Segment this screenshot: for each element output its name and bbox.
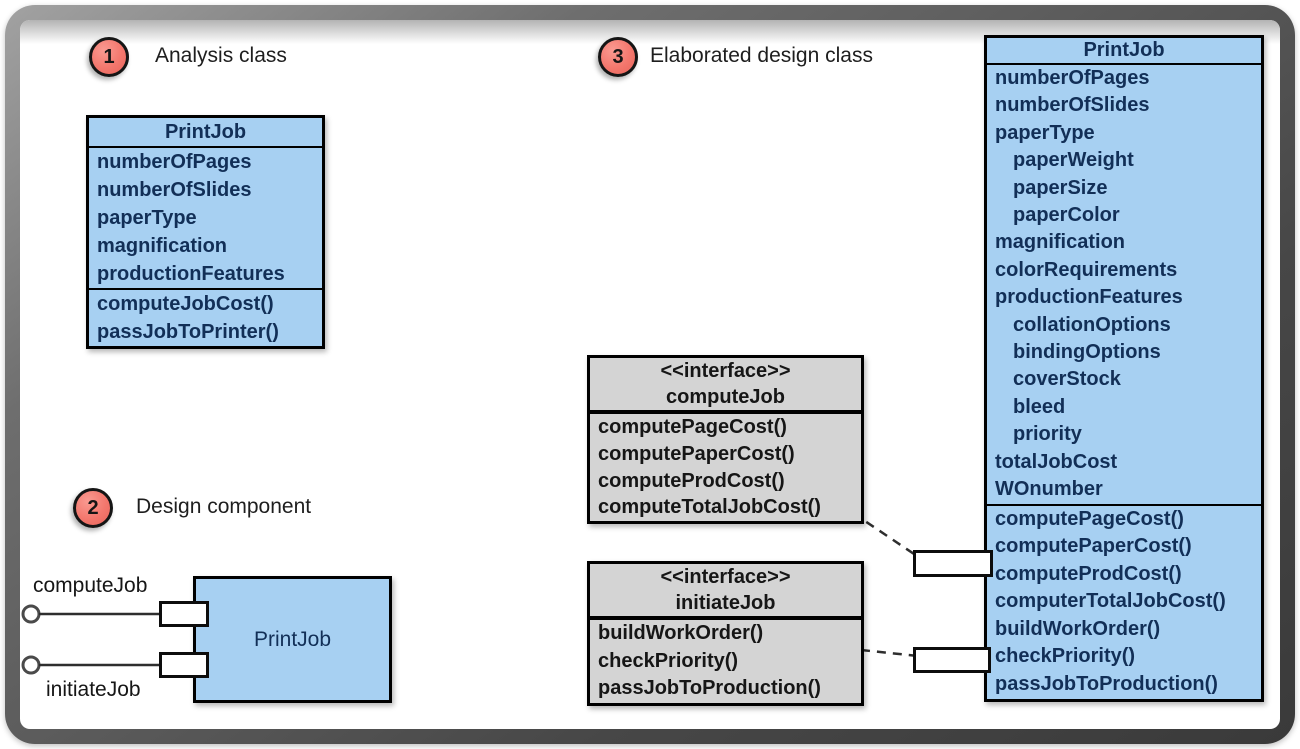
elaborated-class-methods: computePageCost() computePaperCost() compu… — [987, 503, 1261, 699]
badge-2-number: 2 — [87, 496, 99, 519]
analysis-class-title: PrintJob — [89, 118, 322, 148]
component-port-computejob — [159, 601, 209, 627]
interface-name: computeJob — [666, 386, 785, 408]
interface-stereotype: <<interface>> — [660, 360, 791, 382]
attribute-row: paperWeight — [1013, 149, 1134, 172]
attribute-row: coverStock — [1013, 368, 1121, 391]
badge-1-number: 1 — [103, 45, 115, 68]
attribute-row: magnification — [995, 231, 1126, 254]
method-row: computePaperCost() — [995, 535, 1192, 558]
badge-3-number: 3 — [612, 45, 624, 68]
method-row: passJobToProduction() — [598, 677, 821, 699]
design-component-label: Design component — [136, 495, 312, 518]
computejob-interface-label: computeJob — [33, 574, 148, 597]
method-row: computePageCost() — [995, 507, 1184, 530]
attribute-row: numberOfPages — [995, 67, 1150, 89]
attribute-row: magnification — [97, 235, 228, 257]
method-row: computeProdCost() — [995, 562, 1182, 585]
computejob-lollipop-icon — [21, 604, 41, 624]
elaborated-class-attributes: numberOfPages numberOfSlides paperType pape… — [987, 65, 1261, 504]
analysis-class-attributes: numberOfPages numberOfSlides paperType magn… — [89, 148, 322, 288]
analysis-class-methods: computeJobCost() passJobToPrinter() — [89, 288, 322, 346]
analysis-class-box: PrintJob numberOfPages numberOfSlides pape… — [86, 115, 325, 349]
initiatejob-interface-methods: buildWorkOrder() checkPriority() passJobTo… — [590, 618, 861, 703]
interface-name: initiateJob — [675, 592, 776, 614]
method-row: computeProdCost() — [598, 469, 785, 492]
attribute-row: bindingOptions — [1013, 341, 1161, 364]
badge-3-icon: 3 — [598, 37, 638, 77]
interface-stereotype: <<interface>> — [660, 566, 791, 588]
computejob-interface-box: <<interface>> computeJob computePageCost… — [587, 355, 864, 525]
method-row: computerTotalJobCost() — [995, 590, 1226, 613]
method-row: computeJobCost() — [97, 293, 274, 315]
initiatejob-interface-label: initiateJob — [46, 678, 141, 701]
attribute-row: paperColor — [1013, 204, 1120, 227]
method-row: buildWorkOrder() — [598, 622, 764, 644]
elaborated-class-box: PrintJob numberOfPages numberOfSlides pape… — [984, 35, 1264, 702]
attribute-row: numberOfSlides — [97, 179, 252, 201]
computejob-realization-dashed-line — [852, 511, 921, 560]
method-row: buildWorkOrder() — [995, 617, 1161, 640]
attribute-row: priority — [1013, 423, 1082, 446]
attribute-row: WOnumber — [995, 478, 1103, 501]
attribute-row: colorRequirements — [995, 258, 1178, 281]
elaborated-design-class-label: Elaborated design class — [650, 44, 873, 67]
method-row: computePaperCost() — [598, 442, 795, 465]
attribute-row: bleed — [1013, 395, 1066, 418]
method-row: checkPriority() — [598, 649, 739, 672]
analysis-class-label: Analysis class — [155, 44, 287, 67]
initiatejob-interface-box: <<interface>> initiateJob buildWorkOrder… — [587, 561, 864, 706]
interface-header: <<interface>> initiateJob — [590, 564, 861, 618]
method-row: computeTotalJobCost() — [598, 496, 821, 519]
elaborated-class-title: PrintJob — [987, 38, 1261, 65]
attribute-row: productionFeatures — [995, 286, 1183, 309]
attribute-row: numberOfSlides — [995, 94, 1150, 117]
attribute-row: numberOfPages — [97, 151, 252, 173]
attribute-row: paperSize — [1013, 176, 1108, 199]
attribute-row: totalJobCost — [995, 450, 1118, 473]
badge-1-icon: 1 — [89, 37, 129, 77]
elaborated-port-computejob — [913, 550, 993, 577]
method-row: passJobToPrinter() — [97, 321, 279, 343]
computejob-interface-methods: computePageCost() computePaperCost() compu… — [590, 412, 861, 521]
elaborated-port-initiatejob — [913, 647, 991, 673]
attribute-row: paperType — [97, 207, 197, 229]
method-row: computePageCost() — [598, 416, 787, 438]
interface-header: <<interface>> computeJob — [590, 358, 861, 412]
initiatejob-lollipop-icon — [21, 655, 41, 675]
printjob-component-box: PrintJob — [193, 576, 392, 703]
badge-2-icon: 2 — [73, 488, 113, 528]
method-row: passJobToProduction() — [995, 673, 1218, 696]
attribute-row: collationOptions — [1013, 313, 1171, 336]
attribute-row: productionFeatures — [97, 263, 285, 285]
initiatejob-realization-dashed-line — [860, 648, 919, 658]
component-title: PrintJob — [253, 627, 332, 651]
method-row: checkPriority() — [995, 645, 1136, 668]
component-port-initiatejob — [159, 652, 209, 678]
attribute-row: paperType — [995, 121, 1095, 144]
